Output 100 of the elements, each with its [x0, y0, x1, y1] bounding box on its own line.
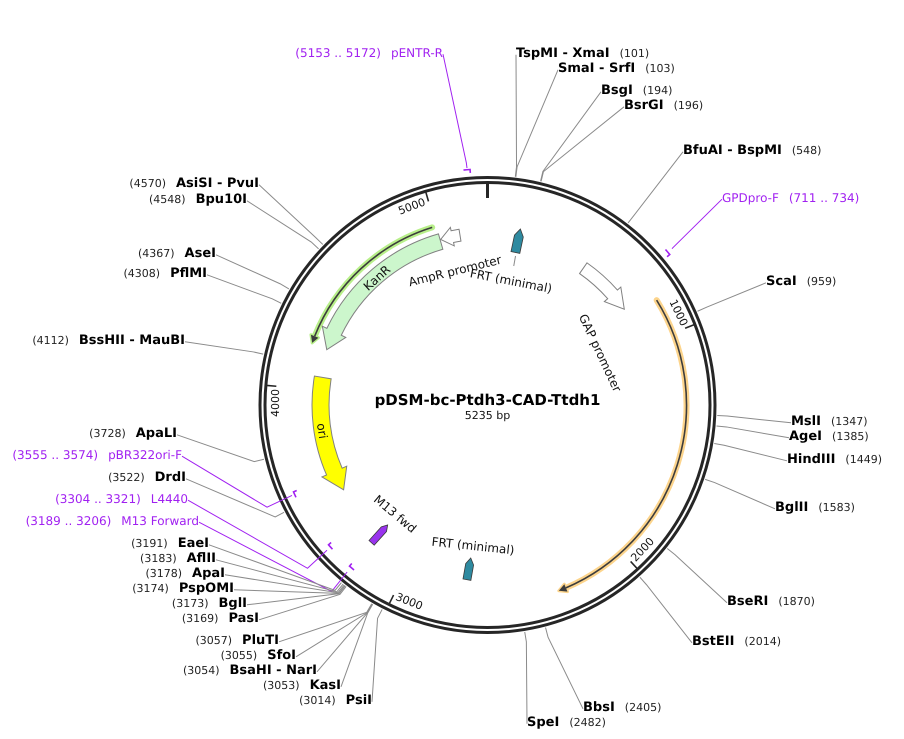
leader-line: [716, 415, 792, 424]
enzyme-name: SfoI: [267, 648, 296, 663]
leader-line: [182, 456, 292, 508]
enzyme-name: BseRI: [727, 594, 768, 609]
enzyme-name: BsaHI - NarI: [230, 663, 317, 678]
leader-line: [224, 574, 345, 594]
leader-line: [216, 559, 344, 592]
cut-position: (1583): [818, 501, 855, 514]
enzyme-name: BssHII - MauBI: [78, 333, 185, 348]
primer-name: GPDpro-F: [722, 191, 779, 205]
leader-line: [316, 604, 373, 672]
leader-line: [514, 54, 518, 178]
cut-position: (2482): [569, 716, 606, 729]
leader-line: [184, 341, 264, 355]
cut-position: (3169): [182, 612, 218, 625]
leader-line: [234, 585, 346, 594]
enzyme-name: BstEII: [692, 634, 734, 649]
leader-line: [714, 443, 788, 462]
primer-name: pENTR-R: [390, 46, 443, 60]
cut-position: (3055): [220, 649, 258, 662]
cut-position: (1870): [778, 595, 815, 608]
primer-name: L4440: [150, 492, 188, 506]
enzyme-name: AsiSI - PvuI: [176, 176, 259, 191]
leader-line: [704, 478, 776, 510]
plasmid-name: pDSM-bc-Ptdh3-CAD-Ttdh1: [374, 391, 600, 409]
enzyme-name: SmaI - SrfI: [558, 61, 636, 76]
scale-label: 5000: [396, 196, 428, 218]
scale-label: 1000: [666, 298, 690, 328]
leader-line: [258, 586, 347, 620]
leader-line: [666, 548, 728, 604]
leader-line: [524, 631, 528, 724]
scale-label: 4000: [269, 389, 282, 418]
enzyme-name: BbsI: [583, 700, 615, 715]
cut-position: (3173): [172, 597, 208, 610]
primer-position: (3555 .. 3574): [12, 448, 98, 462]
cut-position: (3178): [145, 567, 182, 580]
cut-position: (1385): [832, 430, 869, 443]
leader-line: [216, 254, 290, 290]
primer-position: (711 .. 734): [788, 191, 860, 205]
leader-line: [208, 544, 342, 591]
leader-line: [513, 256, 516, 266]
leader-line: [697, 282, 766, 312]
enzyme-name: BglI: [218, 596, 247, 611]
cut-position: (196): [674, 99, 704, 112]
enzyme-name: SpeI: [527, 715, 560, 730]
enzyme-name: EaeI: [178, 536, 209, 551]
leader-line: [198, 522, 348, 592]
leader-line: [258, 184, 324, 245]
cut-position: (4548): [149, 193, 186, 206]
cut-position: (3054): [182, 664, 220, 677]
cut-position: (959): [806, 275, 836, 288]
primer-position: (3304 .. 3321): [55, 492, 141, 506]
cut-position: (194): [642, 84, 672, 97]
leader-line: [672, 198, 722, 250]
enzyme-name: ScaI: [766, 274, 797, 289]
enzyme-name: MslI: [791, 414, 821, 429]
enzyme-name: KasI: [310, 678, 341, 693]
enzyme-name: DrdI: [154, 470, 186, 485]
cut-position: (2405): [624, 701, 662, 714]
leader-line: [296, 604, 373, 658]
enzyme-name: HindIII: [787, 452, 836, 467]
enzyme-name: PflMI: [170, 266, 207, 281]
enzyme-name: BglII: [775, 500, 808, 515]
cut-position: (3174): [132, 582, 169, 595]
leader-line: [340, 604, 374, 688]
leader-line: [545, 627, 584, 710]
leader-line: [246, 200, 320, 250]
leader-line: [515, 69, 558, 178]
enzyme-name: BsgI: [601, 83, 633, 98]
leader-line: [442, 54, 468, 168]
leader-line: [246, 585, 346, 606]
cut-position: (2014): [744, 635, 781, 648]
cut-position: (3183): [140, 552, 177, 565]
primer-name: M13 Forward: [121, 514, 199, 528]
enzyme-name: AseI: [184, 246, 216, 261]
enzyme-name: BsrGI: [624, 98, 664, 113]
enzyme-name: PspOMI: [178, 581, 234, 596]
enzyme-name: AgeI: [789, 429, 822, 444]
enzyme-name: PsiI: [346, 693, 372, 708]
cut-position: (4308): [123, 267, 160, 280]
enzyme-name: TspMI - XmaI: [516, 46, 610, 61]
leader-line: [186, 478, 285, 518]
feature-label: ori: [314, 422, 330, 440]
leader-line: [540, 106, 624, 182]
cut-position: (4367): [138, 247, 175, 260]
cut-position: (1449): [845, 453, 882, 466]
leader-line: [540, 91, 602, 182]
cut-position: (548): [792, 144, 822, 157]
leader-line: [628, 151, 684, 224]
leader-line: [188, 500, 328, 569]
enzyme-name: PluTI: [242, 633, 279, 648]
cut-position: (3014): [299, 694, 336, 707]
leader-line: [716, 426, 790, 438]
leader-line: [372, 608, 383, 702]
primer-position: (5153 .. 5172): [295, 46, 381, 60]
cut-position: (1347): [830, 415, 868, 428]
cut-position: (3057): [195, 634, 232, 647]
cut-position: (103): [645, 62, 675, 75]
enzyme-name: BfuAI - BspMI: [683, 143, 782, 158]
scale-label: 3000: [394, 591, 424, 613]
